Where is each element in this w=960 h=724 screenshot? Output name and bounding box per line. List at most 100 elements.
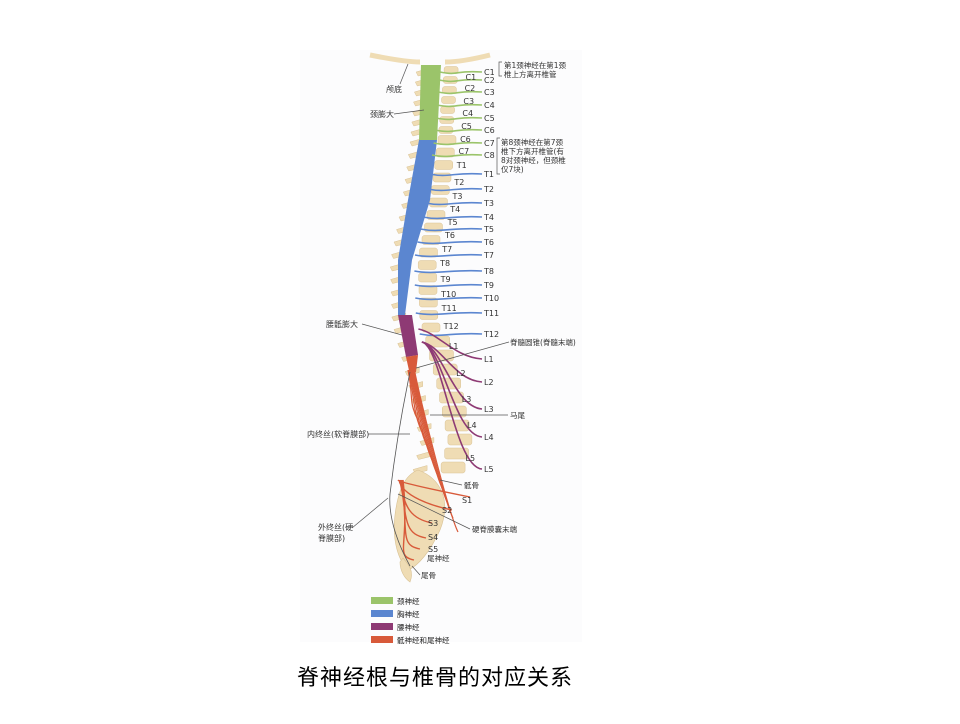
- label-coccygeal-nerve: 尾神经: [427, 553, 450, 563]
- vertebra-label-t11: T11: [441, 304, 457, 313]
- vertebra-label-t4: T4: [449, 205, 460, 214]
- nerve-l1: [418, 328, 483, 360]
- vertebra-label-t1: T1: [456, 161, 467, 170]
- vertebral-body: [442, 405, 467, 418]
- legend-swatch-thoracic: [371, 610, 393, 617]
- nerve-label-c1: C1: [484, 68, 495, 77]
- vertebra-label-s1: S1: [462, 496, 472, 505]
- nerve-t4: [422, 215, 483, 220]
- bracket-c1: [498, 61, 502, 77]
- spinal-nerves: [414, 70, 483, 470]
- leader-skull-base: [399, 63, 409, 85]
- note-c8-line1: 第8颈神经在第7颈: [501, 137, 564, 147]
- nerve-t11: [415, 311, 483, 316]
- label-skull-base: 颅底: [386, 84, 402, 94]
- sacral-nerve: [400, 479, 427, 539]
- nerve-c1: [439, 70, 483, 75]
- nerve-label-t9: T9: [483, 281, 494, 290]
- legend: 颈神经 胸神经 腰神经 骶神经和尾神经: [371, 596, 450, 645]
- nerve-t2: [427, 187, 483, 192]
- vertebra-label-s3: S3: [428, 519, 438, 528]
- vertebra-label-l5: L5: [466, 454, 476, 463]
- vertebral-body: [421, 322, 441, 333]
- caption-text: 脊神经根与椎骨的对应关系: [296, 666, 573, 691]
- nerve-label-t7: T7: [483, 251, 494, 260]
- coccyx-bone: [399, 557, 412, 583]
- leader-lumbosacral: [361, 323, 403, 336]
- nerve-l5: [421, 341, 483, 470]
- vertebra-label-c7: C7: [459, 147, 470, 156]
- note-c8-line4: 仅7块): [501, 164, 524, 174]
- nerve-c3: [438, 90, 483, 95]
- nerve-t1: [429, 172, 483, 177]
- nerve-label-t6: T6: [483, 238, 494, 247]
- vertebra-label-t8: T8: [439, 259, 450, 268]
- label-filum-external-2: 脊膜部): [318, 533, 345, 543]
- vertebra-label-c2: C2: [465, 84, 476, 93]
- nerve-c4: [436, 103, 483, 108]
- vertebral-body: [426, 210, 446, 220]
- leader-coccyx: [411, 565, 421, 576]
- sacral-nerve: [402, 479, 415, 561]
- nerve-label-c5: C5: [484, 114, 495, 123]
- nerve-labels: C1C2C3C4C5C6C7C8T1T2T3T4T5T6T7T8T9T10T11…: [483, 68, 499, 474]
- vertebra-label-t9: T9: [440, 275, 451, 284]
- nerve-t3: [425, 201, 483, 206]
- vertebral-body: [440, 106, 455, 114]
- cord-lumbar: [398, 315, 418, 357]
- vertebra-label-t5: T5: [447, 218, 458, 227]
- vertebra-label-t3: T3: [452, 192, 463, 201]
- nerve-label-t3: T3: [483, 199, 494, 208]
- label-filum-internal: 内终丝(软脊膜部): [307, 429, 369, 439]
- note-c1-line2: 椎上方离开椎管: [504, 69, 557, 79]
- nerve-t8: [414, 269, 483, 274]
- nerve-t5: [420, 227, 483, 232]
- vertebra-label-t10: T10: [440, 290, 456, 299]
- leader-dural-sac: [397, 493, 471, 530]
- nerve-t6: [417, 240, 483, 245]
- nerve-label-c2: C2: [484, 76, 495, 85]
- note-c8-line2: 椎下方离开椎管(有: [501, 146, 564, 156]
- label-coccyx: 尾骨: [421, 571, 436, 580]
- vertebral-body: [438, 126, 454, 134]
- nerve-c7: [433, 141, 483, 146]
- legend-swatch-lumbar: [371, 623, 393, 630]
- leader-cervical: [393, 109, 425, 115]
- legend-swatch-sacral: [371, 636, 393, 643]
- vertebra-labels: C1C2C3C4C5C6C7T1T2T3T4T5T6T7T8T9T10T11T1…: [428, 73, 477, 554]
- nerve-label-l2: L2: [484, 378, 494, 387]
- nerve-label-t2: T2: [483, 185, 494, 194]
- nerve-label-l1: L1: [484, 355, 494, 364]
- label-conus: 脊髓圆锥(脊髓末端): [510, 337, 576, 347]
- nerve-label-t5: T5: [483, 225, 494, 234]
- nerve-label-t12: T12: [483, 330, 499, 339]
- nerve-t7: [414, 253, 483, 258]
- nerve-t10: [415, 296, 483, 301]
- nerve-label-t10: T10: [483, 294, 499, 303]
- skull-base-shape: [369, 52, 491, 65]
- legend-label-lumbar: 腰神经: [397, 622, 420, 632]
- leader-sacrum: [439, 479, 463, 486]
- legend-label-cervical: 颈神经: [397, 596, 420, 606]
- label-filum-external-1: 外终丝(硬: [318, 522, 353, 532]
- cord-cervical: [419, 65, 441, 140]
- vertebral-body: [429, 197, 448, 208]
- nerve-t9: [414, 283, 483, 288]
- sacral-nerve: [401, 479, 421, 550]
- vertebral-body: [444, 447, 469, 460]
- nerve-c6: [434, 128, 483, 133]
- legend-label-sacral: 骶神经和尾神经: [397, 635, 450, 645]
- vertebra-label-t12: T12: [443, 322, 459, 331]
- label-lumbosacral-enlargement: 腰骶膨大: [326, 319, 358, 329]
- vertebra-label-c4: C4: [462, 109, 473, 118]
- legend-swatch-cervical: [371, 597, 393, 604]
- nerve-t12: [419, 332, 483, 337]
- left-annotations: 颅底 颈膨大 腰骶膨大 内终丝(软脊膜部) 外终丝(硬 脊膜部): [307, 63, 425, 543]
- nerve-label-c7: C7: [484, 139, 495, 148]
- vertebra-label-l3: L3: [462, 395, 472, 404]
- label-cervical-enlargement: 颈膨大: [370, 109, 394, 119]
- vertebra-label-t7: T7: [441, 245, 452, 254]
- vertebral-body: [440, 461, 466, 474]
